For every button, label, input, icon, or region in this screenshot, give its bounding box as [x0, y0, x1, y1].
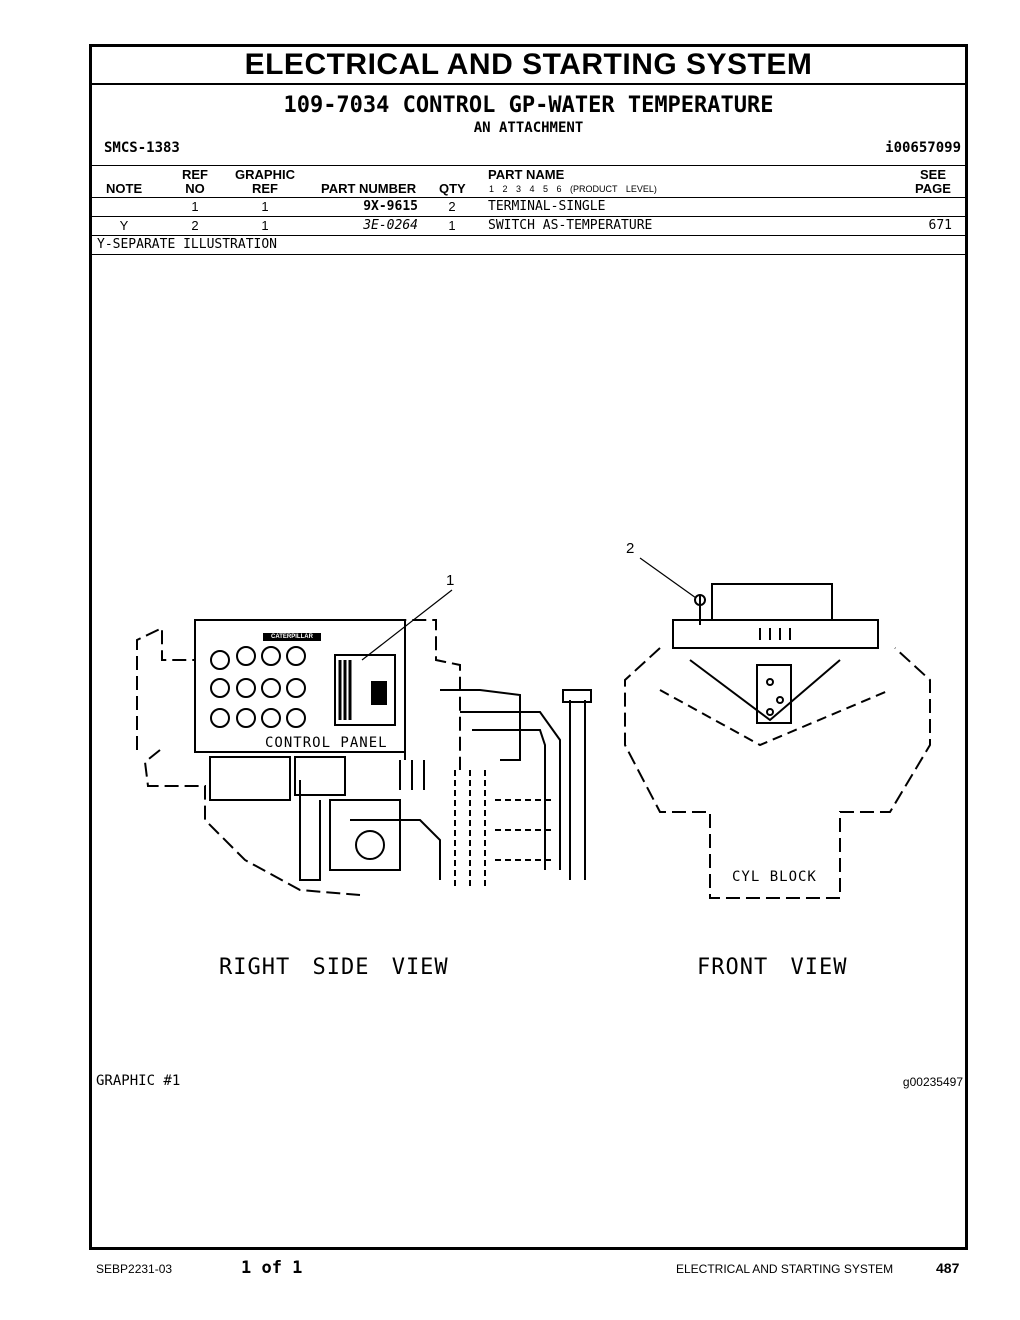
footer-section: ELECTRICAL AND STARTING SYSTEM [676, 1262, 894, 1276]
brand-plate-text: CATERPILLAR [271, 634, 313, 640]
part-qty: 2 [448, 199, 456, 214]
header-product-levels: 1 2 3 4 5 6 (PRODUCT LEVEL) [489, 184, 657, 194]
footer-doc-number: SEBP2231-03 [96, 1262, 173, 1276]
front-view-drawing [624, 583, 931, 899]
page-title: 109-7034 CONTROL GP-WATER TEMPERATURE [283, 93, 774, 118]
header-graphic-ref-bottom: REF [252, 181, 278, 196]
cyl-block-label: CYL BLOCK [732, 869, 817, 885]
right-side-view-drawing [136, 619, 592, 896]
graphic-label: GRAPHIC #1 [96, 1073, 181, 1089]
header-part-number: PART NUMBER [321, 181, 417, 196]
header-see-page-top: SEE [919, 167, 946, 182]
part-name: TERMINAL-SINGLE [488, 199, 606, 214]
callout-1: 1 [446, 572, 455, 589]
header-part-name: PART NAME [488, 167, 565, 182]
section-banner: ELECTRICAL AND STARTING SYSTEM [92, 47, 965, 85]
callout-1-leader [361, 589, 453, 661]
table-row: Y 2 1 3E-0264 1 SWITCH AS-TEMPERATURE 67… [92, 217, 965, 236]
part-ref-no: 2 [191, 218, 199, 233]
smcs-row: SMCS-1383 i00657099 [92, 137, 965, 166]
header-graphic-ref-top: GRAPHIC [235, 167, 295, 182]
document-id: i00657099 [885, 140, 961, 156]
footnote: Y-SEPARATE ILLUSTRATION [97, 237, 278, 252]
part-see-page: 671 [928, 218, 952, 233]
part-number: 9X-9615 [363, 199, 418, 214]
header-see-page-bottom: PAGE [915, 181, 951, 196]
parts-table-header: NOTE REF NO GRAPHIC REF PART NUMBER QTY … [92, 166, 965, 198]
footer-page-number: 487 [936, 1260, 960, 1276]
footnote-row: Y-SEPARATE ILLUSTRATION [92, 236, 965, 255]
smcs-code: SMCS-1383 [104, 140, 180, 156]
graphic-id: g00235497 [902, 1075, 963, 1089]
callout-2: 2 [626, 540, 635, 557]
control-panel-gauges [210, 646, 306, 728]
table-row: 1 1 9X-9615 2 TERMINAL-SINGLE [92, 198, 965, 217]
right-side-view-caption: RIGHT SIDE VIEW [219, 955, 449, 980]
part-qty: 1 [448, 218, 456, 233]
header-note: NOTE [106, 181, 143, 196]
header-qty: QTY [439, 181, 466, 196]
part-name: SWITCH AS-TEMPERATURE [488, 218, 653, 233]
footer-page-of: 1 of 1 [241, 1258, 303, 1278]
part-note: Y [119, 218, 129, 233]
callout-2-leader [639, 557, 697, 599]
header-ref-no-bottom: NO [185, 181, 205, 196]
control-panel-label: CONTROL PANEL [265, 735, 388, 751]
part-graphic-ref: 1 [261, 218, 269, 233]
header-ref-no-top: REF [182, 167, 208, 182]
part-graphic-ref: 1 [261, 199, 269, 214]
page-frame: ELECTRICAL AND STARTING SYSTEM 109-7034 … [89, 44, 968, 1250]
part-ref-no: 1 [191, 199, 199, 214]
part-number: 3E-0264 [363, 218, 418, 233]
front-view-caption: FRONT VIEW [697, 955, 848, 980]
page-subtitle: AN ATTACHMENT [473, 120, 584, 136]
page-footer: SEBP2231-03 1 of 1 ELECTRICAL AND STARTI… [0, 1258, 1020, 1288]
terminal-block [334, 654, 396, 726]
brand-plate [263, 633, 321, 641]
